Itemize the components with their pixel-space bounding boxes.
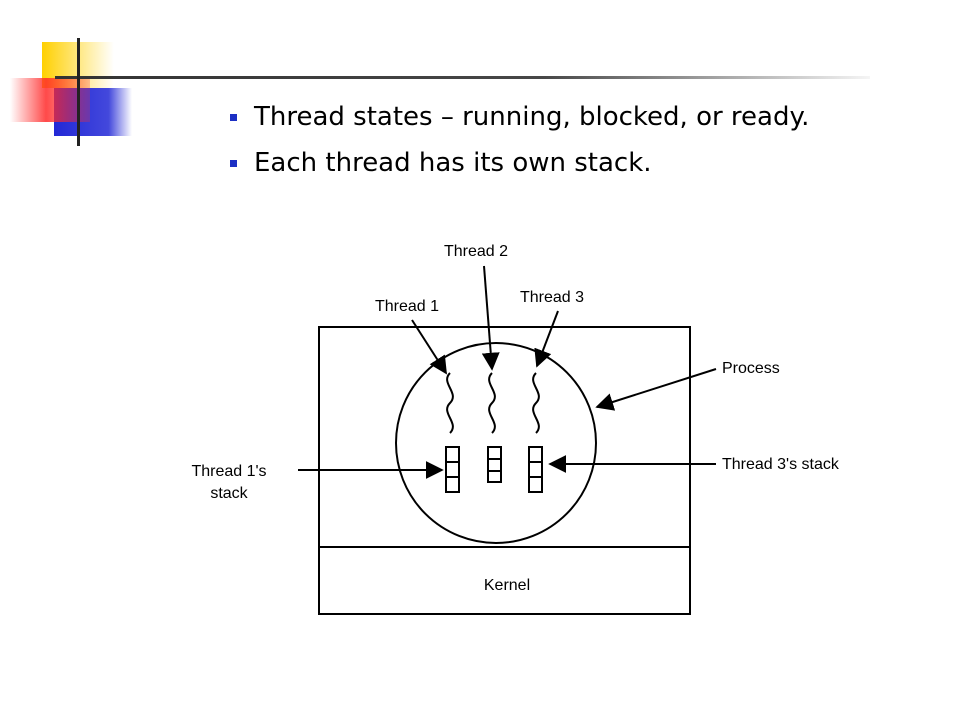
- thread-1-label: Thread 1: [375, 298, 439, 315]
- thread-1-stack-label-line1: Thread 1's: [191, 463, 266, 480]
- decor-horizontal-rule: [55, 76, 870, 79]
- thread-3-stack: [528, 446, 543, 493]
- thread-3-label: Thread 3: [520, 289, 584, 306]
- thread-2-label: Thread 2: [444, 243, 508, 260]
- thread-1-arrow: [411, 319, 447, 375]
- thread-3-squiggle: [532, 372, 540, 434]
- thread-2-arrow: [481, 265, 500, 371]
- bullet-item: Each thread has its own stack.: [230, 140, 809, 186]
- process-label: Process: [722, 360, 780, 377]
- thread-1-stack-label-line2: stack: [210, 485, 248, 502]
- bullet-text: Each thread has its own stack.: [254, 148, 652, 178]
- bullet-list: Thread states – running, blocked, or rea…: [230, 94, 809, 186]
- process-arrow: [595, 368, 717, 411]
- bullet-square-icon: [230, 159, 237, 167]
- process-box: [318, 326, 691, 548]
- thread-2-stack: [487, 446, 502, 483]
- thread-1-stack: [445, 446, 460, 493]
- decor-red-square: [10, 78, 90, 122]
- thread-2-squiggle: [488, 372, 496, 434]
- process-circle: [395, 342, 597, 544]
- slide-corner-decoration: [10, 38, 870, 146]
- thread-1-squiggle: [446, 372, 454, 434]
- bullet-item: Thread states – running, blocked, or rea…: [230, 94, 809, 140]
- thread-3-stack-label: Thread 3's stack: [722, 456, 840, 473]
- bullet-text: Thread states – running, blocked, or rea…: [254, 102, 810, 132]
- thread-3-arrow: [534, 310, 559, 368]
- kernel-box: [318, 546, 691, 615]
- bullet-square-icon: [230, 113, 237, 121]
- kernel-label: Kernel: [484, 577, 530, 594]
- decor-vertical-rule: [77, 38, 80, 146]
